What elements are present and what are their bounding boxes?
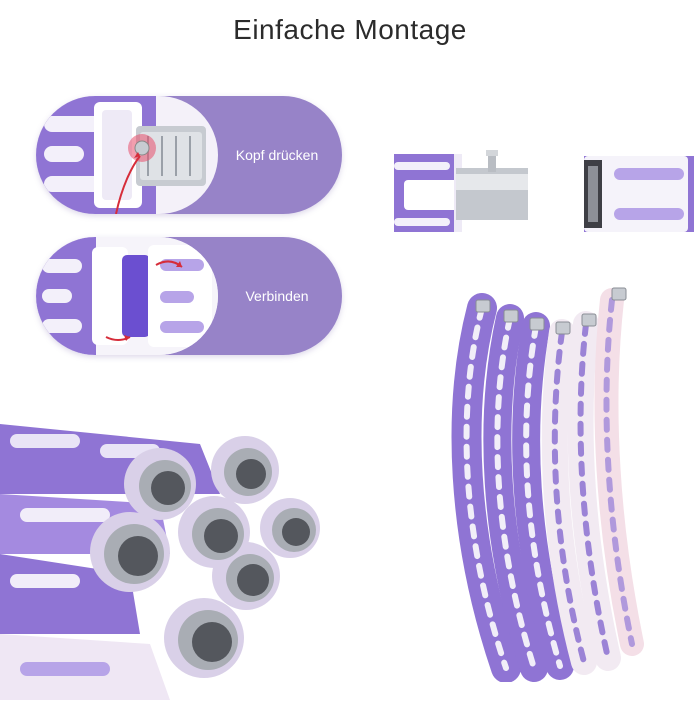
curved-hoop-segments — [436, 278, 656, 687]
page-title: Einfache Montage — [233, 14, 467, 45]
segment-socket — [584, 154, 694, 239]
step-card-connect: Verbinden — [36, 237, 342, 355]
press-head-photo — [36, 96, 218, 214]
connect-photo — [36, 237, 218, 355]
step-label-press-head: Kopf drücken — [235, 147, 319, 163]
step-card-press-head: Kopf drücken — [36, 96, 342, 214]
step-label-connect: Verbinden — [245, 288, 309, 304]
segment-with-pin — [394, 148, 534, 243]
hoop-segment-bundle — [0, 404, 340, 705]
